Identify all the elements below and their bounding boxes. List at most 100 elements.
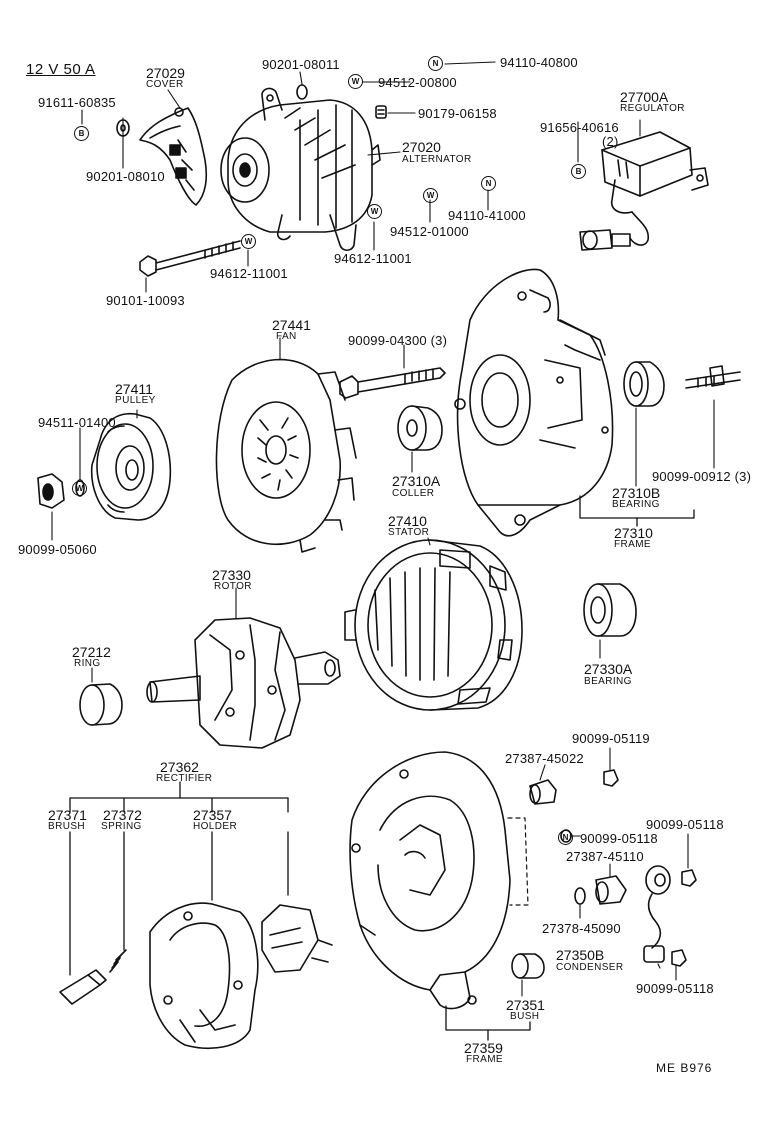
nut-symbol: N [428, 56, 443, 71]
nut-90099-05060 [37, 473, 65, 509]
part-27020-number: 27020 [402, 139, 441, 155]
nut-90099-05118-c [671, 949, 687, 967]
part-27700a-name: REGULATOR [620, 103, 685, 114]
dashed-link [507, 817, 529, 906]
part-94511-01400-number: 94511-01400 [38, 415, 116, 430]
spec-header: 12 V 50 A [26, 61, 96, 78]
part-27351-name: BUSH [510, 1011, 540, 1022]
rear-frame-part [349, 751, 511, 1010]
nut-90099-05119 [603, 769, 619, 787]
part-27330a-number: 27330A [584, 661, 633, 677]
part-27362-name: RECTIFIER [156, 773, 213, 784]
nut-symbol: N [558, 830, 573, 845]
drive-end-frame [454, 268, 614, 537]
part-27387-45022-number: 27387-45022 [505, 751, 584, 766]
nut-symbol: N [481, 176, 496, 191]
part-27371-name: BRUSH [48, 821, 86, 832]
part-27310b-name: BEARING [612, 499, 660, 510]
frame-27359-bracket [445, 1005, 531, 1041]
collar-part [397, 405, 443, 451]
part-27378-45090-number: 27378-45090 [542, 921, 621, 936]
rotor-part [146, 617, 341, 749]
part-27357-name: HOLDER [193, 821, 238, 832]
part-27359-number: 27359 [464, 1040, 503, 1056]
part-90179-06158-number: 90179-06158 [418, 106, 497, 121]
part-27357-number: 27357 [193, 807, 232, 823]
part-90099-05118-number-a: 90099-05118 [580, 831, 658, 846]
bearing-27310b [623, 361, 665, 407]
washer-symbol: W [348, 74, 363, 89]
part-90099-05060-number: 90099-05060 [18, 542, 97, 557]
part-94512-01000-number: 94512-01000 [390, 224, 469, 239]
part-27330-name: ROTOR [214, 581, 252, 592]
part-27310-number: 27310 [614, 525, 653, 541]
alternator-assembly [220, 87, 381, 252]
part-27029-number: 27029 [146, 65, 185, 81]
washer-symbol: W [367, 204, 382, 219]
part-94612-11001-number-b: 94612-11001 [210, 266, 288, 281]
nut-90201-08011 [296, 84, 308, 100]
part-27371-number: 27371 [48, 807, 87, 823]
part-90099-04300-number: 90099-04300 (3) [348, 333, 448, 348]
part-90099-05119-number: 90099-05119 [572, 731, 650, 746]
part-27387-45110-number: 27387-45110 [566, 849, 644, 864]
part-27350b-name: CONDENSER [556, 962, 624, 973]
part-91656-40616-qty: (2) [602, 134, 619, 149]
diagram-code: ME B976 [656, 1061, 713, 1075]
washer-27378-45090 [574, 887, 586, 905]
part-27310-name: FRAME [614, 539, 651, 550]
part-27410-name: STATOR [388, 527, 430, 538]
part-27441-name: FAN [276, 331, 297, 342]
part-91656-40616-number: 91656-40616 [540, 120, 619, 135]
stator-part [344, 539, 523, 711]
part-27359-name: FRAME [466, 1054, 503, 1065]
part-27411-number: 27411 [115, 381, 153, 397]
part-27310a-name: COLLER [392, 488, 435, 499]
part-90201-08010-number: 90201-08010 [86, 169, 165, 184]
part-91611-60835-number: 91611-60835 [38, 95, 116, 110]
part-90099-05118-number-c: 90099-05118 [636, 981, 714, 996]
condenser-part [643, 865, 671, 963]
part-94110-41000-number: 94110-41000 [448, 208, 526, 223]
bush-part [511, 953, 545, 979]
part-27350b-number: 27350B [556, 947, 605, 963]
leader-lines [51, 61, 715, 997]
terminal-27387-45110 [595, 875, 627, 905]
part-27700a-number: 27700A [620, 89, 669, 105]
part-27330-number: 27330 [212, 567, 251, 583]
part-90101-10093-number: 90101-10093 [106, 293, 185, 308]
part-27411-name: PULLEY [115, 395, 156, 406]
spring-part [109, 949, 127, 973]
part-27330a-name: BEARING [584, 676, 632, 687]
part-27020-name: ALTERNATOR [402, 154, 472, 165]
terminal-27387-45022 [529, 779, 557, 805]
cover-part [139, 107, 208, 206]
part-27410-number: 27410 [388, 513, 427, 529]
part-27351-number: 27351 [506, 997, 545, 1013]
nut-90099-05118-b [681, 869, 697, 887]
bolt-symbol: B [571, 164, 586, 179]
bolt-90179-06158 [375, 105, 387, 119]
ring-part [79, 683, 123, 726]
part-94110-40800-number: 94110-40800 [500, 55, 578, 70]
part-27310b-number: 27310B [612, 485, 661, 501]
pulley-part [90, 412, 172, 521]
part-27310a-number: 27310A [392, 473, 441, 489]
brush-part [59, 969, 107, 1005]
part-27212-number: 27212 [72, 644, 111, 660]
part-90099-00912-number: 90099-00912 (3) [652, 469, 752, 484]
rectifier-group-bracket [69, 781, 289, 976]
bolt-90099-04300 [339, 367, 446, 399]
part-27212-name: RING [74, 658, 101, 669]
regulator-part [579, 131, 709, 251]
washer-symbol: W [241, 234, 256, 249]
part-27362-number: 27362 [160, 759, 199, 775]
part-27029-name: COVER [146, 79, 184, 90]
washer-symbol: W [423, 188, 438, 203]
part-94612-11001-number-a: 94612-11001 [334, 251, 412, 266]
part-90099-05118-number-b: 90099-05118 [646, 817, 724, 832]
part-27441-number: 27441 [272, 317, 311, 333]
bolt-90101-10093 [139, 240, 241, 277]
